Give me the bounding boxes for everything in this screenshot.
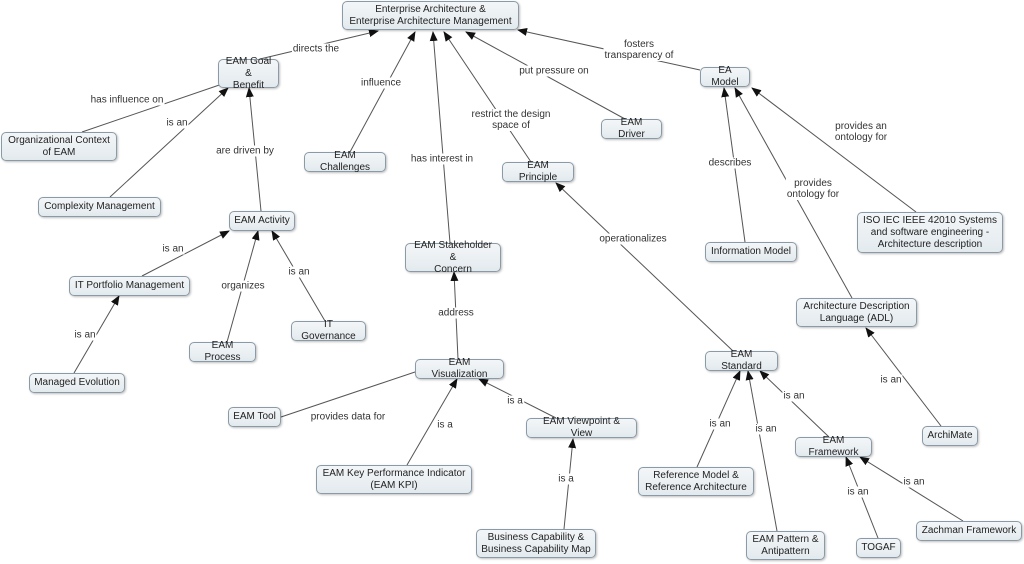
edge-label-fosters: fosters transparency of <box>603 39 675 61</box>
edge-label-has-influence-on: has influence on <box>89 94 165 106</box>
edge-label-influence: influence <box>359 77 403 89</box>
edge-is-an-framework <box>759 370 830 438</box>
edge-label-is-an-togaf: is an <box>846 486 870 498</box>
edge-label-is-an-pattern: is an <box>754 423 778 435</box>
node-it-portfolio[interactable]: IT Portfolio Management <box>69 276 190 296</box>
edge-is-an-pattern <box>745 370 778 532</box>
edge-operationalizes <box>555 182 734 352</box>
edge-label-has-interest-in: has interest in <box>409 153 475 165</box>
node-complexity[interactable]: Complexity Management <box>38 197 161 217</box>
node-viewpoint[interactable]: EAM Viewpoint & View <box>526 416 637 439</box>
edge-label-are-driven-by: are driven by <box>215 145 275 157</box>
edge-label-put-pressure-on: put pressure on <box>518 65 590 77</box>
edge-is-an-togaf <box>845 456 879 539</box>
edge-is-a-kpi <box>406 378 458 466</box>
edge-label-provides-ontology-iso: provides an ontology for <box>833 121 889 143</box>
edge-is-an-complexity <box>109 87 229 198</box>
node-info-model[interactable]: Information Model <box>705 242 797 262</box>
edge-label-provides-data-for: provides data for <box>309 411 387 423</box>
edge-is-an-portfolio <box>141 230 230 277</box>
edge-provides-ontology-iso <box>751 87 917 213</box>
edge-label-is-an-managed: is an <box>73 329 97 341</box>
node-adl[interactable]: Architecture Description Language (ADL) <box>796 298 917 327</box>
edge-label-describes: describes <box>707 157 753 169</box>
edge-label-provides-ontology-adl: provides ontology for <box>785 178 841 200</box>
node-ea-eam[interactable]: Enterprise Architecture & Enterprise Arc… <box>342 1 519 30</box>
edge-is-an-archimate <box>865 327 942 427</box>
node-org-context[interactable]: Organizational Context of EAM <box>1 132 117 161</box>
edge-is-an-zachman <box>859 456 964 522</box>
edge-label-is-an-zachman: is an <box>902 476 926 488</box>
edge-provides-data-for <box>280 371 416 418</box>
edge-label-is-an-archimate: is an <box>879 374 903 386</box>
edge-label-is-an-governance: is an <box>287 266 311 278</box>
edge-has-interest-in <box>429 31 451 244</box>
edge-label-is-a-bizcap: is a <box>557 473 575 485</box>
node-togaf[interactable]: TOGAF <box>856 538 901 558</box>
node-standard[interactable]: EAM Standard <box>705 349 778 372</box>
edge-label-operationalizes: operationalizes <box>598 233 668 245</box>
node-tool[interactable]: EAM Tool <box>228 407 281 427</box>
edge-has-influence-on <box>81 80 232 133</box>
node-process[interactable]: EAM Process <box>189 340 256 363</box>
node-visualization[interactable]: EAM Visualization <box>415 357 504 380</box>
edge-label-address: address <box>437 307 475 319</box>
node-ref-model[interactable]: Reference Model & Reference Architecture <box>638 467 754 496</box>
node-archimate[interactable]: ArchiMate <box>922 426 978 446</box>
node-kpi[interactable]: EAM Key Performance Indicator (EAM KPI) <box>316 465 472 494</box>
node-bizcap[interactable]: Business Capability & Business Capabilit… <box>476 529 596 558</box>
edge-label-organizes: organizes <box>220 280 266 292</box>
edge-label-restrict: restrict the design space of <box>470 109 552 131</box>
edge-label-is-a-kpi: is a <box>436 419 454 431</box>
node-it-governance[interactable]: IT Governance <box>291 319 366 342</box>
edge-label-directs-the: directs the <box>291 43 341 55</box>
node-managed-evolution[interactable]: Managed Evolution <box>29 373 125 393</box>
node-activity[interactable]: EAM Activity <box>229 211 295 231</box>
node-pattern[interactable]: EAM Pattern & Antipattern <box>746 531 825 560</box>
node-principle[interactable]: EAM Principle <box>502 160 574 183</box>
node-ea-model[interactable]: EA Model <box>700 65 750 88</box>
edge-label-is-an-framework: is an <box>782 390 806 402</box>
edge-restrict <box>443 31 532 163</box>
edge-label-is-a-viewpoint: is a <box>506 395 524 407</box>
edge-label-is-an-portfolio: is an <box>161 243 185 255</box>
edge-label-is-an-ref: is an <box>708 418 732 430</box>
node-eam-goal[interactable]: EAM Goal & Benefit <box>218 56 279 91</box>
node-zachman[interactable]: Zachman Framework <box>916 521 1022 541</box>
node-challenges[interactable]: EAM Challenges <box>304 150 386 173</box>
edge-influence <box>349 31 416 153</box>
node-driver[interactable]: EAM Driver <box>601 117 662 140</box>
edge-label-is-an-complexity: is an <box>165 117 189 129</box>
node-framework[interactable]: EAM Framework <box>795 435 872 458</box>
node-iso[interactable]: ISO IEC IEEE 42010 Systems and software … <box>857 212 1003 253</box>
node-stakeholder[interactable]: EAM Stakeholder & Concern <box>405 240 501 275</box>
